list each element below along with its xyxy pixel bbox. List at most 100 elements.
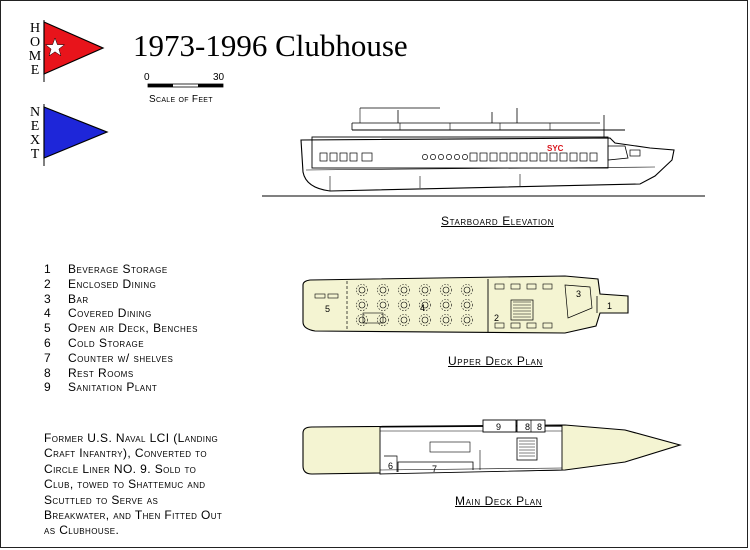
legend-item: 4 Covered Dining (44, 306, 198, 321)
table (400, 286, 408, 294)
room-label-counter: 7 (432, 464, 437, 474)
history-note: Former U.S. Naval LCI (Landing Craft Inf… (44, 431, 274, 539)
star-icon (44, 37, 66, 57)
table-chairs (377, 284, 389, 296)
legend-label: Enclosed Dining (68, 276, 157, 291)
door (361, 152, 373, 162)
burgee-icon[interactable] (43, 106, 109, 159)
window (469, 152, 478, 162)
legend-number: 8 (44, 365, 52, 380)
legend-label: Covered Dining (68, 306, 152, 321)
next-letter: E (30, 119, 40, 134)
table-chairs (377, 299, 389, 311)
window (589, 152, 598, 162)
porthole (422, 154, 428, 160)
upper-deck-plan-drawing (302, 275, 629, 334)
starboard-elevation-caption: Starboard Elevation (441, 214, 554, 228)
window (509, 152, 518, 162)
table (358, 301, 366, 309)
table-chairs (356, 299, 368, 311)
window (479, 152, 488, 162)
room-label-beverage: 1 (607, 301, 612, 311)
legend-label: Open air Deck, Benches (68, 321, 198, 336)
table (421, 316, 429, 324)
room-label-rest-room-b: 8 (537, 422, 542, 432)
window (339, 152, 348, 162)
scale-caption: Scale of Feet (149, 94, 213, 105)
home-nav-letters[interactable]: H O M E (28, 22, 42, 78)
scale-zero-label: 0 (144, 72, 150, 83)
legend-label: Sanitation Plant (68, 380, 158, 395)
porthole (438, 154, 444, 160)
home-letter: M (28, 49, 42, 64)
porthole (430, 154, 436, 160)
legend-label: Beverage Storage (68, 262, 168, 276)
window (319, 152, 328, 162)
history-line: Scuttled to Serve as (44, 492, 159, 507)
starboard-elevation-drawing (262, 107, 705, 197)
table-chairs (419, 284, 431, 296)
room-label-open-deck: 5 (325, 304, 330, 314)
scale-max-label: 30 (213, 72, 225, 83)
table (358, 286, 366, 294)
scale-bar (147, 83, 224, 88)
table-chairs (356, 314, 368, 326)
next-nav-letters[interactable]: N E X T (28, 106, 42, 162)
upper-deck-plan-caption: Upper Deck Plan (448, 354, 543, 368)
table (379, 316, 387, 324)
booth (526, 322, 537, 329)
table (442, 286, 450, 294)
legend-number: 2 (44, 276, 52, 291)
legend-number: 4 (44, 306, 52, 321)
booth (510, 283, 521, 290)
legend-item: 2 Enclosed Dining (44, 277, 198, 292)
table (379, 301, 387, 309)
table (463, 286, 471, 294)
table-chairs (461, 284, 473, 296)
hull-mark-text: SYC (547, 144, 564, 153)
booth (542, 322, 553, 329)
home-letter: H (29, 21, 41, 36)
legend-number: 1 (44, 262, 52, 276)
room-label-covered-dining: 4 (420, 303, 425, 313)
table-chairs (356, 284, 368, 296)
table-chairs (419, 314, 431, 326)
home-flag[interactable] (43, 20, 105, 82)
next-letter: X (29, 133, 41, 148)
history-line: Former U.S. Naval LCI (Landing (44, 431, 219, 445)
table (400, 316, 408, 324)
window (349, 152, 358, 162)
next-flag[interactable] (43, 104, 109, 166)
legend-item: 1 Beverage Storage (44, 262, 198, 277)
porthole (462, 154, 468, 160)
table-chairs (419, 299, 431, 311)
room-label-enclosed-dining: 2 (494, 313, 499, 323)
booth (510, 322, 521, 329)
burgee-star-icon[interactable] (43, 21, 105, 75)
legend-number: 7 (44, 350, 52, 365)
porthole (446, 154, 452, 160)
table (463, 316, 471, 324)
table-chairs (461, 314, 473, 326)
main-deck-plan-drawing (302, 419, 682, 475)
window (499, 152, 508, 162)
window (529, 152, 538, 162)
booth (526, 283, 537, 290)
table (400, 301, 408, 309)
next-letter: T (30, 147, 40, 162)
table (442, 301, 450, 309)
home-letter: E (30, 63, 40, 78)
room-label-bar: 3 (576, 289, 581, 299)
table (358, 316, 366, 324)
legend-label: Counter w/ shelves (68, 350, 174, 365)
table (442, 316, 450, 324)
booth (494, 283, 505, 290)
porthole (454, 154, 460, 160)
booth (494, 322, 505, 329)
home-letter: O (29, 35, 41, 50)
